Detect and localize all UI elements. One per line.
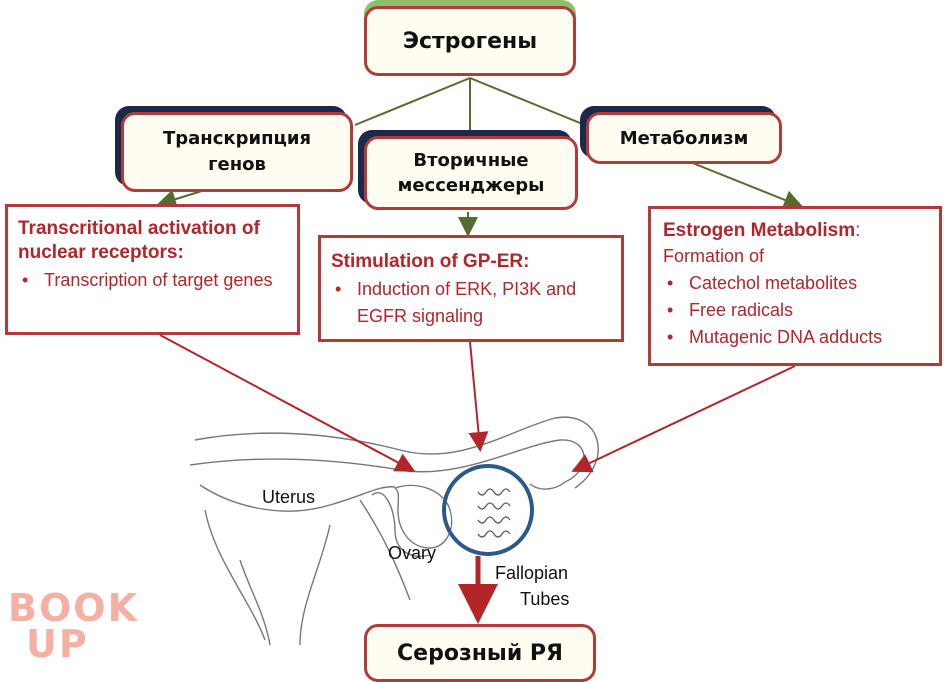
detail-metab-subtitle: Formation of xyxy=(663,246,765,266)
outline-uterus-top xyxy=(199,484,396,512)
label-tubes-line1: Fallopian xyxy=(495,563,569,583)
outline-broad-ligament xyxy=(359,499,411,601)
connector-to-transcription xyxy=(354,77,471,126)
outline-ligament xyxy=(371,492,431,557)
label-uterus: Uterus xyxy=(262,487,316,507)
arrow-nuclear-to-tube xyxy=(159,334,416,472)
watermark-line2: UP xyxy=(26,622,89,666)
outline-uterus-inner-left xyxy=(239,559,271,646)
outline-fimbria xyxy=(529,481,566,490)
detail-metab-title: Estrogen Metabolism xyxy=(663,220,856,241)
label-ovary: Ovary xyxy=(388,543,437,563)
arrow-metab-to-tube xyxy=(571,365,796,473)
outline-ovary xyxy=(394,484,453,549)
focus-circle xyxy=(442,464,534,556)
watermark-line1: BOOK xyxy=(8,586,140,630)
list-item: Free radicals xyxy=(663,297,927,324)
pathway-messengers-label: Вторичные мессенджеры xyxy=(397,150,545,196)
anatomy-outline xyxy=(189,416,599,646)
list-item: Catechol metabolites xyxy=(663,270,927,297)
list-item: Induction of ERK, PI3K and EGFR signalin… xyxy=(331,276,611,330)
detail-nuclear-title: Transcritional activation of nuclear rec… xyxy=(18,218,260,263)
pathway-messengers-box: Вторичные мессенджеры xyxy=(364,136,578,210)
detail-metab-box: Estrogen Metabolism: Formation of Catech… xyxy=(648,206,942,366)
root-label: Эстрогены xyxy=(402,28,538,54)
result-box: Серозный РЯ xyxy=(364,624,596,682)
outline-uterus-right xyxy=(299,524,331,646)
arrow-to-nuclear xyxy=(156,189,206,209)
pathway-arrows xyxy=(156,161,804,237)
label-tubes-line2: Tubes xyxy=(520,589,570,609)
detail-nuclear-box: Transcritional activation of nuclear rec… xyxy=(5,204,300,335)
pathway-metabolism-box: Метаболизм xyxy=(586,112,782,164)
effect-arrows xyxy=(159,334,796,473)
watermark-logo: BOOK UP xyxy=(8,586,160,666)
tube-coil xyxy=(477,488,511,538)
pathway-transcription-box: Транскрипция генов xyxy=(121,112,353,192)
detail-gper-title: Stimulation of GP-ER: xyxy=(331,251,530,272)
root-estrogens-box: Эстрогены xyxy=(364,6,576,76)
result-label: Серозный РЯ xyxy=(397,640,563,666)
detail-gper-box: Stimulation of GP-ER: Induction of ERK, … xyxy=(318,235,624,342)
pathway-transcription-label: Транскрипция генов xyxy=(162,128,312,175)
arrow-gper-to-tube xyxy=(468,341,489,452)
outline-uterus-left xyxy=(204,509,266,641)
detail-metab-list: Catechol metabolites Free radicals Mutag… xyxy=(663,270,927,351)
outline-tube-top xyxy=(194,416,599,489)
root-connectors xyxy=(354,77,586,133)
pathway-metabolism-label: Метаболизм xyxy=(619,127,749,149)
detail-nuclear-list: Transcription of target genes xyxy=(18,267,287,294)
list-item: Mutagenic DNA adducts xyxy=(663,324,927,351)
connector-to-metabolism xyxy=(469,77,586,126)
detail-metab-title-row: Estrogen Metabolism: xyxy=(663,219,927,243)
arrow-to-metab xyxy=(689,161,804,210)
detail-metab-title-suffix: : xyxy=(855,220,861,241)
detail-gper-list: Induction of ERK, PI3K and EGFR signalin… xyxy=(331,276,611,330)
list-item: Transcription of target genes xyxy=(18,267,287,294)
outline-tube-inner xyxy=(189,439,585,483)
